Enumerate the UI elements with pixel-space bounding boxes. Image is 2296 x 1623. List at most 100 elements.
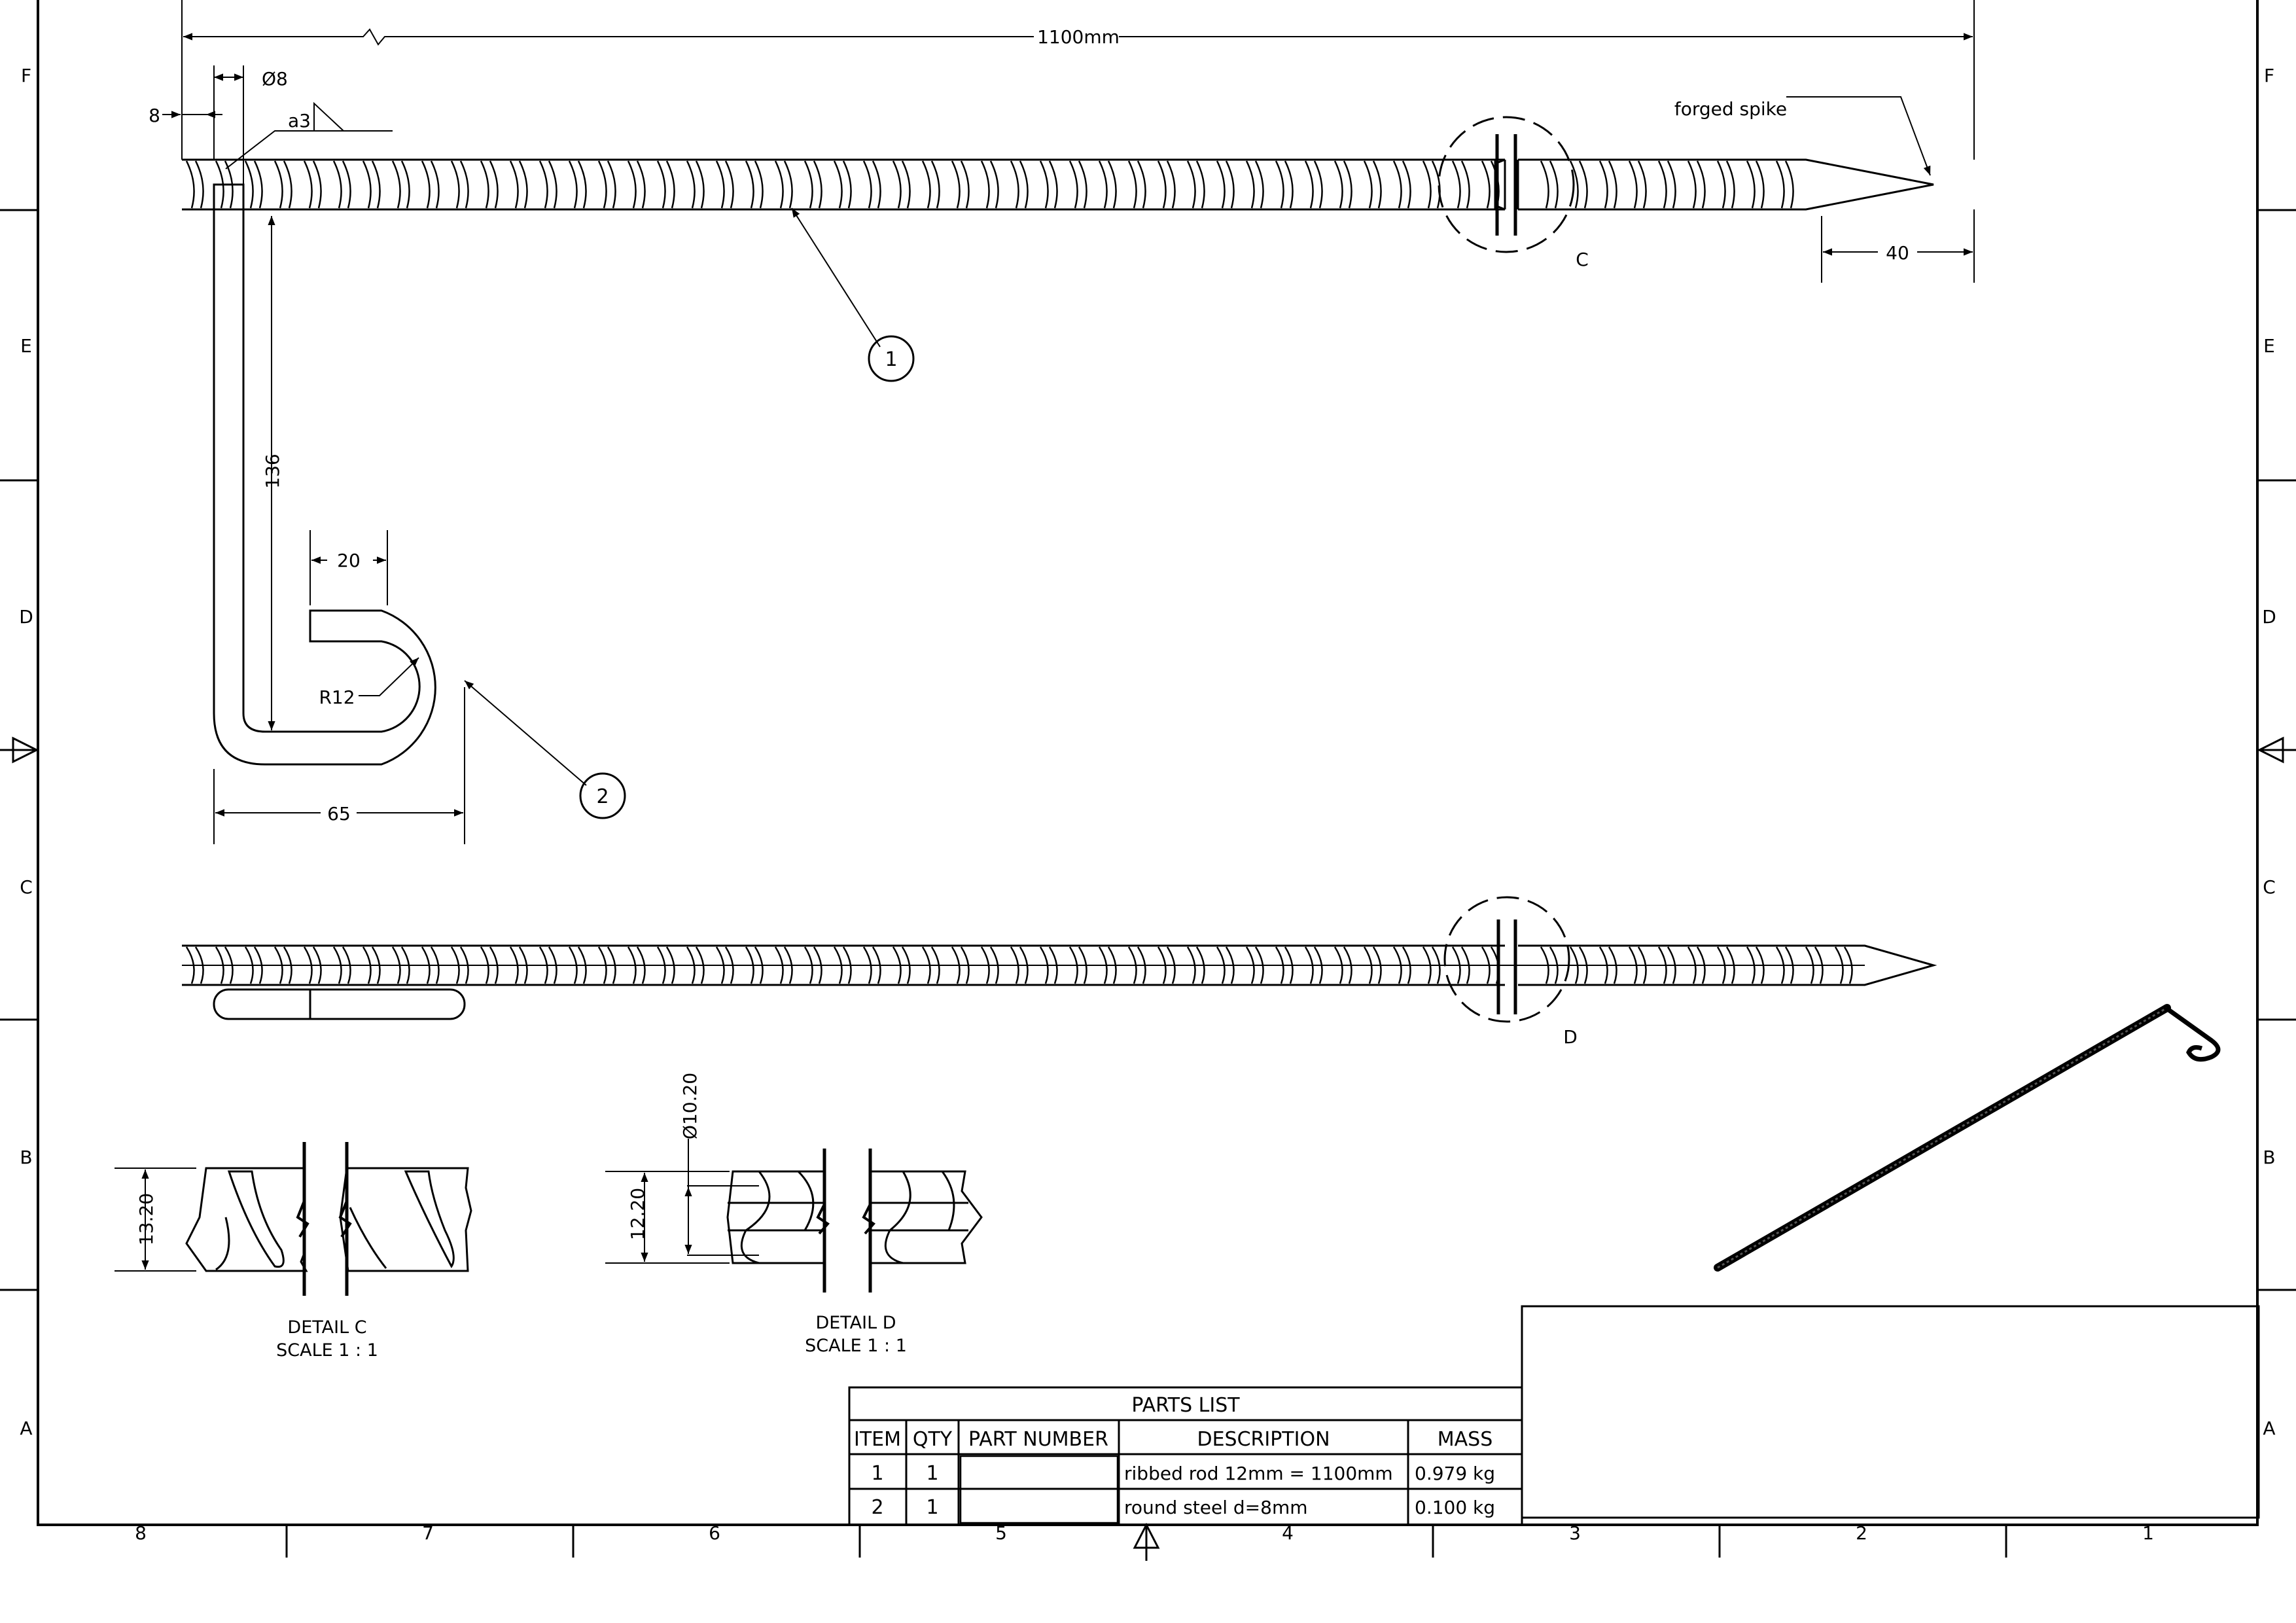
parts-list-cell: 1 bbox=[871, 1462, 883, 1485]
balloon-label: 2 bbox=[596, 785, 609, 808]
rod-rib bbox=[1657, 946, 1676, 984]
rod-rib bbox=[627, 946, 646, 984]
rod-rib bbox=[686, 946, 705, 984]
rod-rib bbox=[1451, 160, 1470, 209]
rod-rib bbox=[480, 946, 499, 984]
dimension-texts: 1100mm 8 Ø8 a3 40 forged spike C 136 20 … bbox=[149, 26, 1909, 825]
rod-rib bbox=[362, 160, 381, 209]
rod-rib bbox=[1716, 946, 1735, 984]
item-balloon-1: 1 bbox=[868, 335, 915, 382]
rod-rib bbox=[980, 946, 999, 984]
grid-col-label: 5 bbox=[995, 1522, 1007, 1544]
detail-c-title: DETAIL C bbox=[287, 1317, 366, 1338]
parts-list-cell: ribbed rod 12mm = 1100mm bbox=[1124, 1463, 1393, 1484]
spike-length-dim: 40 bbox=[1886, 242, 1909, 264]
parts-list-cell: 0.100 kg bbox=[1415, 1497, 1495, 1518]
rod-side-view bbox=[182, 896, 1937, 1023]
dimension-lines bbox=[162, 0, 1974, 844]
rod-rib bbox=[597, 946, 616, 984]
rod-rib bbox=[1186, 160, 1205, 209]
rod-rib bbox=[1805, 946, 1824, 984]
rod-rib bbox=[1363, 946, 1382, 984]
parts-list-header: MASS bbox=[1438, 1428, 1493, 1451]
detail-d-dia-dim: Ø10.20 bbox=[679, 1073, 701, 1139]
rod-rib bbox=[774, 946, 793, 984]
hook-width-dim: 20 bbox=[337, 550, 361, 571]
grid-row-label: B bbox=[2263, 1147, 2275, 1168]
parts-list-header: QTY bbox=[913, 1428, 953, 1451]
isometric-view bbox=[1714, 1004, 2221, 1272]
hook-height-dim: 136 bbox=[262, 454, 283, 488]
grid-row-label: E bbox=[2263, 335, 2275, 357]
rod-rib bbox=[1304, 160, 1323, 209]
rod-rib bbox=[509, 160, 528, 209]
rod-rib bbox=[1834, 946, 1853, 984]
grid-row-labels: F E D C B A F E D C B A bbox=[19, 65, 2276, 1439]
rod-rib bbox=[1157, 160, 1176, 209]
hook-bar bbox=[213, 183, 436, 766]
rod-rib bbox=[951, 160, 970, 209]
rod-rib bbox=[627, 160, 646, 209]
detail-c-dim: 13.20 bbox=[135, 1193, 157, 1245]
rod-rib bbox=[1775, 946, 1794, 984]
rod-top-view bbox=[182, 116, 1934, 253]
rod-rib bbox=[656, 946, 675, 984]
rod-rib bbox=[421, 946, 440, 984]
parts-list-cell: 0.979 kg bbox=[1415, 1463, 1495, 1484]
rod-rib bbox=[1392, 160, 1411, 209]
rod-rib bbox=[303, 946, 322, 984]
rod-rib bbox=[1039, 160, 1058, 209]
rod-rib bbox=[1010, 946, 1029, 984]
overall-length-dim: 1100mm bbox=[1037, 26, 1120, 48]
rod-rib bbox=[715, 160, 734, 209]
rod-rib bbox=[1157, 946, 1176, 984]
rod-rib bbox=[480, 160, 499, 209]
rod-rib bbox=[1216, 160, 1235, 209]
rod-rib bbox=[1186, 946, 1205, 984]
grid-row-label: F bbox=[2264, 65, 2274, 86]
rod-rib bbox=[391, 946, 410, 984]
rod-rib bbox=[1569, 160, 1588, 209]
title-block bbox=[1521, 1305, 2260, 1519]
rod-rib bbox=[1598, 160, 1617, 209]
rod-rib bbox=[1275, 946, 1294, 984]
rod-rib bbox=[892, 160, 911, 209]
rod-rib bbox=[274, 946, 292, 984]
rod-rib bbox=[450, 160, 469, 209]
rod-rib bbox=[656, 160, 675, 209]
item-balloon-2: 2 bbox=[579, 772, 626, 819]
grid-row-label: D bbox=[19, 606, 33, 628]
grid-col-labels: 8 7 6 5 4 3 2 1 bbox=[135, 1522, 2154, 1544]
rod-rib bbox=[1333, 160, 1352, 209]
grid-col-label: 4 bbox=[1282, 1522, 1294, 1544]
hook-total-width-dim: 65 bbox=[327, 803, 351, 825]
rod-rib bbox=[1098, 946, 1117, 984]
rod-rib bbox=[1127, 160, 1146, 209]
rod-rib bbox=[450, 946, 469, 984]
rod-rib bbox=[362, 946, 381, 984]
grid-col-label: 3 bbox=[1569, 1522, 1581, 1544]
rod-rib bbox=[774, 160, 793, 209]
weld-symbol-text: a3 bbox=[288, 110, 311, 132]
rod-rib bbox=[421, 160, 440, 209]
rod-rib bbox=[1451, 946, 1470, 984]
parts-list-title: PARTS LIST bbox=[1131, 1394, 1240, 1417]
rod-rib bbox=[539, 946, 557, 984]
rod-rib bbox=[715, 946, 734, 984]
parts-list-cell: 1 bbox=[926, 1462, 938, 1485]
rod-rib bbox=[1628, 946, 1647, 984]
rod-rib bbox=[1657, 160, 1676, 209]
rod-rib bbox=[686, 160, 705, 209]
rod-rib bbox=[804, 946, 822, 984]
rod-rib bbox=[1098, 160, 1117, 209]
rod-rib bbox=[745, 946, 764, 984]
grid-col-label: 2 bbox=[1856, 1522, 1867, 1544]
parts-list-header: PART NUMBER bbox=[968, 1428, 1108, 1451]
grid-row-label: E bbox=[20, 335, 32, 357]
rod-rib bbox=[921, 160, 940, 209]
rod-rib bbox=[568, 946, 587, 984]
rod-rib bbox=[1069, 946, 1087, 984]
rod-rib bbox=[1687, 160, 1706, 209]
parts-list-cell: round steel d=8mm bbox=[1124, 1497, 1308, 1518]
rod-rib bbox=[539, 160, 557, 209]
